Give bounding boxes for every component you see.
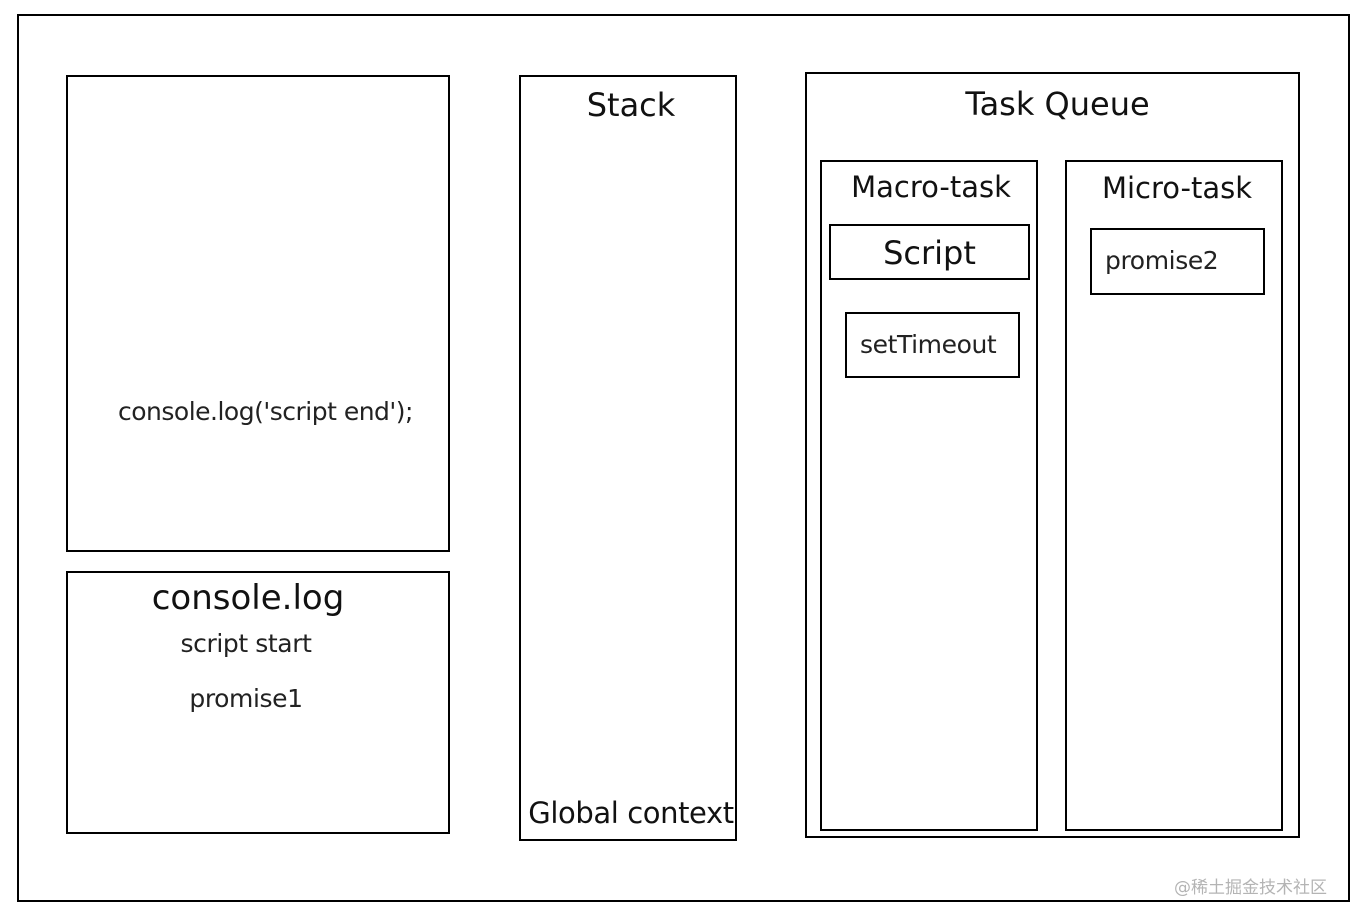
console-output-line: script start [180,629,312,658]
console-output-line: promise1 [189,684,303,713]
watermark: @稀土掘金技术社区 [1174,878,1327,898]
code-line: console.log('script end'); [118,397,413,426]
macro-task-item [829,224,1030,280]
micro-task-item-label: promise2 [1105,246,1219,275]
macro-task-item-label: Script [883,234,976,272]
stack-panel [519,75,737,841]
stack-frame: Global context [528,796,734,830]
micro-task-title: Micro-task [1101,171,1253,205]
stack-title: Stack [586,86,676,124]
macro-task-item [845,312,1020,378]
console-title: console.log [151,578,345,618]
macro-task-item-label: setTimeout [860,330,997,359]
macro-task-title: Macro-task [851,170,1011,204]
console-panel [66,571,450,834]
code-panel [66,75,450,552]
micro-task-item [1090,228,1265,295]
task-queue-title: Task Queue [965,85,1150,123]
